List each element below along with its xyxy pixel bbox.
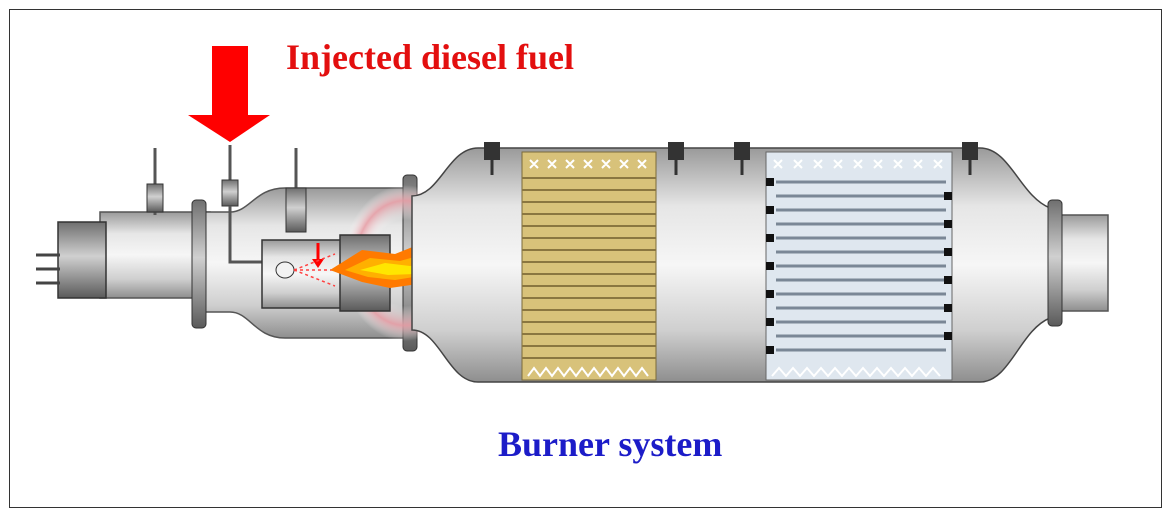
burner-system-label: Burner system — [498, 424, 723, 464]
sensor-rods — [146, 145, 307, 264]
injected-fuel-label: Injected diesel fuel — [286, 37, 574, 77]
converter-housing — [411, 142, 1051, 383]
catalyst-block — [521, 151, 657, 381]
down-arrow-icon — [188, 46, 270, 142]
filter-block — [765, 151, 953, 381]
outlet-pipe — [1047, 199, 1109, 327]
inlet-pipe — [36, 211, 211, 299]
